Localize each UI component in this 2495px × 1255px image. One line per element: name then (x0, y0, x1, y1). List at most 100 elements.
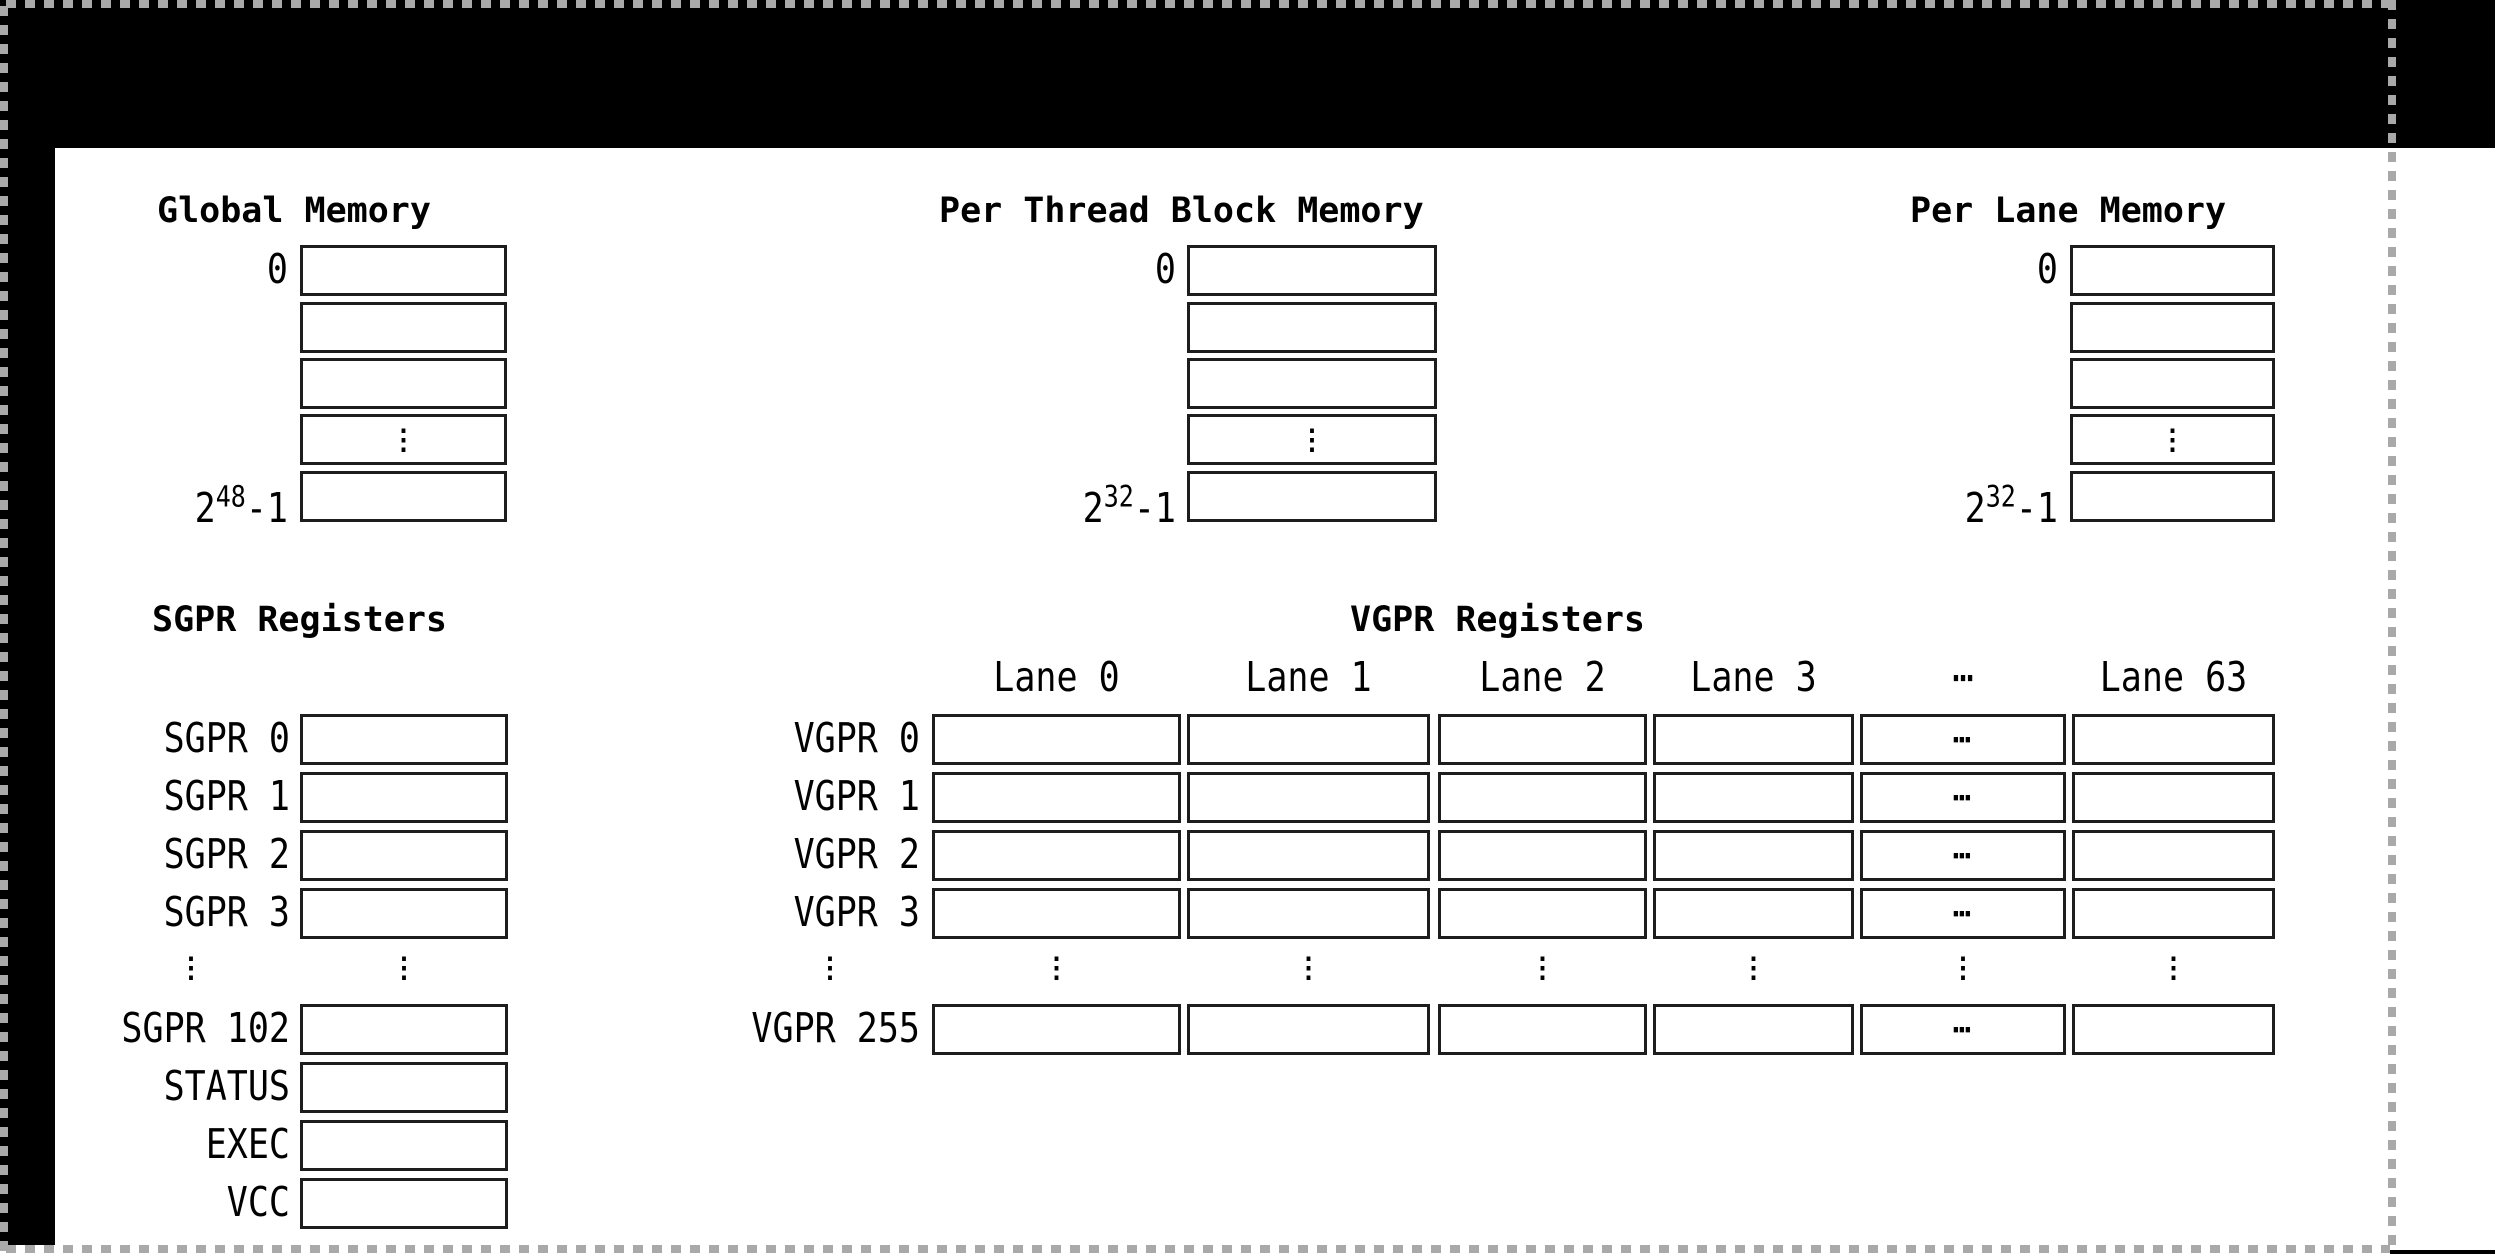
vgpr-row-label: VGPR 2 (793, 831, 920, 879)
vgpr-cell (1653, 1004, 1854, 1055)
vertical-ellipsis-icon: ⋮ (389, 423, 418, 456)
vgpr-cell (1653, 772, 1854, 823)
address-max-suffix: -1 (1133, 485, 1176, 533)
address-max-exponent: 32 (1985, 479, 2016, 514)
sgpr-cell (300, 714, 508, 765)
lane-header: Lane 0 (993, 654, 1120, 702)
sgpr-cell (300, 1120, 508, 1171)
vgpr-row-label: VGPR 3 (793, 889, 920, 937)
sgpr-row-label: SGPR 0 (163, 715, 290, 763)
vgpr-row-label: VGPR 1 (793, 773, 920, 821)
sgpr-row-label: SGPR 1 (163, 773, 290, 821)
vertical-ellipsis-icon: ⋮ (1949, 951, 1977, 984)
sgpr-row-label: SGPR 2 (163, 831, 290, 879)
selection-border-bottom (6, 1245, 2390, 1253)
vertical-ellipsis-icon: ⋮ (177, 951, 205, 984)
vertical-ellipsis-icon: ⋮ (2158, 423, 2187, 456)
vgpr-cell (1438, 772, 1647, 823)
horizontal-ellipsis-icon: ⋯ (1952, 896, 1974, 931)
lane-header: Lane 2 (1479, 654, 1606, 702)
window-left-edge (0, 148, 55, 1245)
selection-border-top (6, 0, 2390, 8)
lane-header: Lane 63 (2099, 654, 2248, 702)
vgpr-cell (932, 772, 1181, 823)
vgpr-cell (1187, 714, 1430, 765)
vertical-ellipsis-icon: ⋮ (2159, 951, 2188, 984)
sgpr-cell (300, 1062, 508, 1113)
vgpr-cell (1653, 830, 1854, 881)
section-title: SGPR Registers (152, 600, 448, 640)
address-max-label: 232-1 (1808, 466, 2058, 532)
vgpr-cell (2072, 888, 2275, 939)
memory-cell: ⋮ (2070, 414, 2275, 465)
memory-cell (2070, 245, 2275, 296)
vgpr-cell (1438, 888, 1647, 939)
address-max-exponent: 48 (215, 479, 246, 514)
address-max-suffix: -1 (245, 485, 288, 533)
horizontal-ellipsis-icon: ⋯ (1952, 838, 1974, 873)
vertical-ellipsis-icon: ⋮ (816, 951, 844, 984)
vgpr-cell (1438, 830, 1647, 881)
lane-header: Lane 3 (1690, 654, 1817, 702)
vgpr-cell (1187, 772, 1430, 823)
address-max-suffix: -1 (2015, 485, 2058, 533)
address-max-exponent: 32 (1103, 479, 1134, 514)
address-max-base: 2 (1964, 485, 1986, 533)
memory-cell (1187, 471, 1437, 522)
address-min-label: 0 (266, 246, 288, 294)
horizontal-ellipsis-icon: ⋯ (1952, 722, 1974, 757)
address-min-label: 0 (2036, 246, 2058, 294)
sgpr-cell (300, 772, 508, 823)
vgpr-cell (2072, 772, 2275, 823)
sgpr-cell (300, 1004, 508, 1055)
section-title: Global Memory (157, 191, 431, 231)
sgpr-cell (300, 1178, 508, 1229)
vgpr-cell (2072, 714, 2275, 765)
vgpr-cell (932, 1004, 1181, 1055)
vgpr-cell: ⋯ (1860, 714, 2066, 765)
sgpr-row-label: VCC (226, 1179, 290, 1227)
vertical-ellipsis-icon: ⋮ (1294, 951, 1323, 984)
vgpr-cell (1653, 714, 1854, 765)
memory-cell (2070, 302, 2275, 353)
sgpr-row-label: SGPR 102 (121, 1005, 290, 1053)
vertical-ellipsis-icon: ⋮ (1298, 423, 1326, 456)
vgpr-cell: ⋯ (1860, 830, 2066, 881)
vgpr-cell (2072, 830, 2275, 881)
address-max-base: 2 (1082, 485, 1104, 533)
vgpr-cell (1187, 830, 1430, 881)
horizontal-ellipsis-icon: ⋯ (1952, 780, 1974, 815)
horizontal-ellipsis-icon: ⋯ (1952, 1012, 1974, 1047)
lane-header: Lane 1 (1245, 654, 1372, 702)
vgpr-cell (932, 830, 1181, 881)
selection-border-left (0, 6, 8, 1253)
sgpr-row-label: SGPR 3 (163, 889, 290, 937)
vertical-ellipsis-icon: ⋮ (1528, 951, 1557, 984)
memory-cell (1187, 302, 1437, 353)
memory-cell (300, 471, 507, 522)
vgpr-cell (932, 888, 1181, 939)
vgpr-cell: ⋯ (1860, 888, 2066, 939)
vgpr-cell (1653, 888, 1854, 939)
memory-cell (1187, 245, 1437, 296)
section-title: Per Lane Memory (1910, 191, 2227, 231)
vgpr-cell (1438, 1004, 1647, 1055)
address-max-label: 248-1 (38, 466, 288, 532)
memory-cell (300, 302, 507, 353)
vertical-ellipsis-icon: ⋮ (390, 951, 418, 984)
section-title: VGPR Registers (1350, 600, 1646, 640)
selection-border-right (2388, 0, 2396, 1253)
memory-cell: ⋮ (1187, 414, 1437, 465)
section-title: Per Thread Block Memory (939, 191, 1424, 231)
memory-cell (1187, 358, 1437, 409)
lane-header: ⋯ (1952, 654, 1974, 702)
sgpr-row-label: EXEC (205, 1121, 290, 1169)
vertical-ellipsis-icon: ⋮ (1739, 951, 1768, 984)
memory-cell (2070, 358, 2275, 409)
sgpr-cell (300, 830, 508, 881)
address-max-base: 2 (194, 485, 216, 533)
vgpr-cell (932, 714, 1181, 765)
address-min-label: 0 (1154, 246, 1176, 294)
vgpr-row-label: VGPR 0 (793, 715, 920, 763)
